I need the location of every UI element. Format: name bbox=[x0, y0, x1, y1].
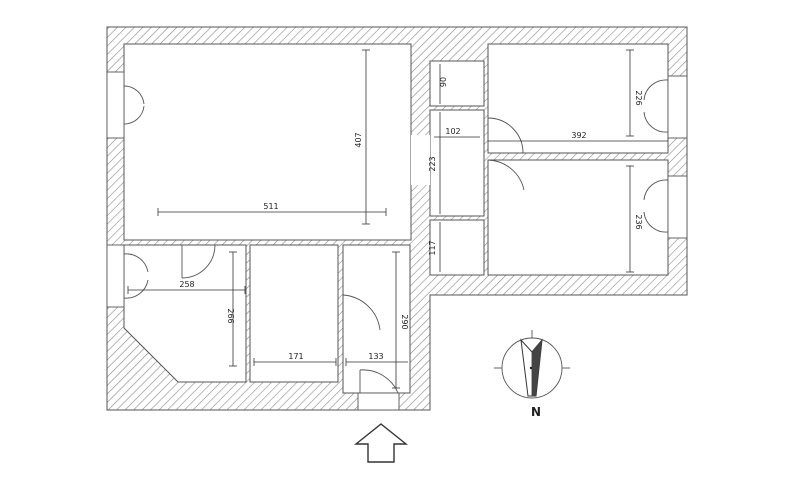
compass: N bbox=[494, 330, 570, 418]
dim-bedroom-bottom-height: 236 bbox=[634, 214, 643, 229]
entry-hall bbox=[342, 244, 411, 394]
door-bathroom bbox=[342, 294, 381, 335]
living-hall-opening bbox=[411, 135, 430, 185]
dim-living-width: 511 bbox=[263, 202, 278, 211]
compass-north-label: N bbox=[531, 404, 541, 418]
door-bedroom-top bbox=[487, 117, 524, 154]
dim-bedroom-top-height: 226 bbox=[634, 90, 643, 105]
window-bedroom-top bbox=[643, 75, 688, 139]
dim-storage-height: 117 bbox=[428, 240, 437, 255]
window-living bbox=[106, 71, 145, 139]
dim-kitchen-height: 266 bbox=[226, 308, 235, 323]
door-entry bbox=[359, 369, 399, 394]
dim-kitchen-width: 258 bbox=[179, 280, 194, 289]
dim-closet-height: 90 bbox=[439, 77, 448, 87]
window-kitchen bbox=[106, 244, 149, 308]
bedroom-bottom bbox=[487, 159, 669, 276]
hallway bbox=[429, 109, 485, 217]
dim-entry-width: 133 bbox=[368, 352, 383, 361]
dimension-lines bbox=[127, 49, 668, 389]
up-arrow-icon bbox=[354, 423, 408, 463]
window-bedroom-bottom bbox=[643, 175, 688, 239]
kitchen bbox=[123, 244, 247, 383]
small-closet bbox=[429, 60, 485, 107]
door-bedroom-bottom bbox=[487, 159, 525, 198]
dim-entry-height: 290 bbox=[400, 314, 409, 329]
living-room bbox=[123, 43, 412, 241]
dim-hall-height: 223 bbox=[428, 156, 437, 171]
front-door-opening bbox=[357, 392, 400, 411]
door-kitchen bbox=[181, 244, 216, 279]
dim-hall-width: 102 bbox=[445, 127, 460, 136]
dim-bath-width: 171 bbox=[288, 352, 303, 361]
dim-living-height: 407 bbox=[354, 132, 363, 147]
dim-bedroom-top-width: 392 bbox=[571, 131, 586, 140]
bathroom bbox=[249, 244, 339, 383]
storage-room bbox=[429, 219, 485, 276]
